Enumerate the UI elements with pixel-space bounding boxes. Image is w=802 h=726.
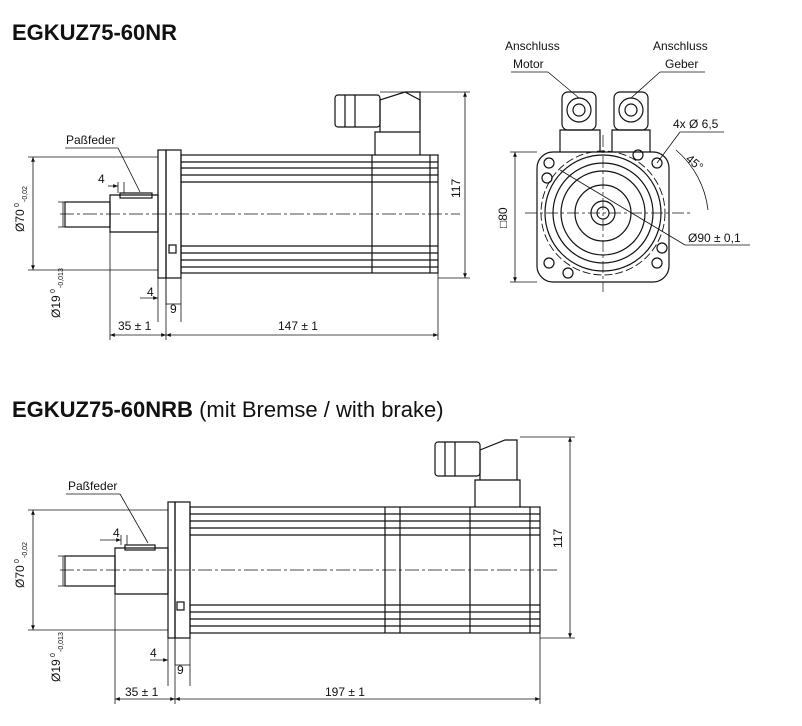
drawing1-title: EGKUZ75-60NR — [12, 20, 178, 45]
connector-motor-base — [559, 129, 601, 152]
connector-plug-2 — [434, 441, 481, 477]
anschluss-geber-2: Geber — [665, 57, 698, 71]
flange-tol-lower-1: -0,02 — [22, 186, 29, 202]
height-label-2: 117 — [551, 529, 565, 548]
motor-side-view-1 — [64, 91, 439, 279]
drawing2-subtitle: (mit Bremse / with brake) — [199, 397, 444, 422]
shaft-dia-label-1: Ø19 — [49, 295, 63, 318]
dimensions-2 — [28, 436, 575, 704]
flange-thk-label-1: 4 — [147, 285, 154, 299]
pafeder-label-2: Paßfeder — [68, 479, 117, 493]
key-2 — [124, 544, 156, 551]
connector-motor — [561, 91, 597, 131]
shaft-len-label-1: 35 ± 1 — [118, 319, 152, 333]
flange-tol-upper-1: 0 — [14, 203, 21, 207]
key-width-label-1: 4 — [98, 172, 105, 186]
mount-hole-br — [651, 257, 663, 269]
body-len-label-2: 197 ± 1 — [325, 685, 365, 699]
pcd-label: Ø90 ± 0,1 — [688, 231, 741, 245]
connector-base-2 — [474, 479, 521, 507]
mount-hole-tr — [651, 157, 663, 169]
motor-side-view-2 — [64, 439, 541, 639]
shaft-tol-upper-1: 0 — [50, 289, 57, 293]
body-len-label-1: 147 ± 1 — [278, 319, 318, 333]
pafeder-label-1: Paßfeder — [66, 133, 115, 147]
connector-housing-2 — [479, 439, 518, 480]
mount-hole-bl — [543, 257, 555, 269]
shaft-collar-1 — [109, 194, 159, 233]
shaft-tol-upper-2: 0 — [50, 653, 57, 657]
shaft-tol-lower-1: -0,013 — [58, 268, 65, 288]
holes-label: 4x Ø 6,5 — [673, 117, 719, 131]
mount-hole-tl — [543, 157, 555, 169]
key-width-label-2: 4 — [113, 526, 120, 540]
shaft-1 — [64, 201, 111, 228]
connector-base-1 — [374, 131, 421, 155]
shaft-tol-lower-2: -0,013 — [58, 632, 65, 652]
flange-thk-label-2: 4 — [150, 646, 157, 660]
key-1 — [119, 192, 153, 199]
flange-dia-label-2: Ø70 — [13, 565, 27, 588]
anschluss-motor-1: Anschluss — [505, 39, 560, 53]
shaft-2 — [64, 555, 116, 587]
square-label: □80 — [496, 207, 510, 228]
flange-len-label-1: 9 — [170, 302, 177, 316]
dimensions-front — [510, 71, 750, 283]
shaft-dia-label-2: Ø19 — [49, 659, 63, 682]
anschluss-motor-2: Motor — [513, 57, 544, 71]
connector-housing-1 — [379, 91, 421, 132]
connector-encoder-base — [611, 129, 651, 152]
flange-len-label-2: 9 — [177, 663, 184, 677]
connector-plug-1 — [334, 94, 381, 128]
dimensions-1 — [28, 91, 470, 340]
flange-dia-label-1: Ø70 — [13, 209, 27, 232]
flange-tol-upper-2: 0 — [14, 559, 21, 563]
height-label-1: 117 — [449, 179, 463, 198]
drawing2-title: EGKUZ75-60NRB (mit Bremse / with brake) — [12, 397, 444, 422]
angle-label: 45° — [683, 152, 706, 175]
flange-tol-lower-2: -0,02 — [22, 542, 29, 558]
shaft-collar-2 — [114, 547, 169, 595]
shaft-len-label-2: 35 ± 1 — [125, 685, 159, 699]
anschluss-geber-1: Anschluss — [653, 39, 708, 53]
connector-encoder — [613, 91, 649, 131]
